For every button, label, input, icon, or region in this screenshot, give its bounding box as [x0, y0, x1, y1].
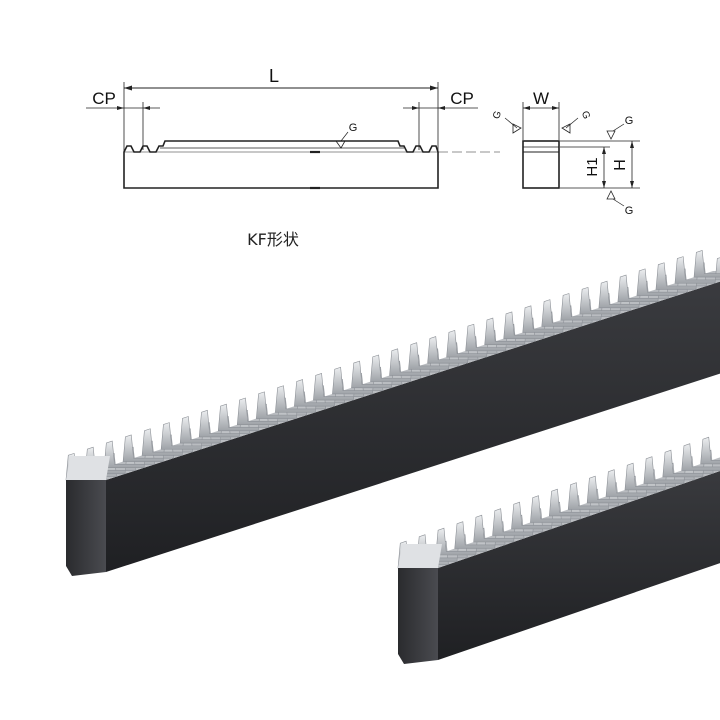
rack-tooth: [681, 443, 720, 471]
rack-side-face: [438, 471, 720, 660]
grind-label-right: G: [579, 110, 592, 121]
grind-label-top: G: [349, 122, 358, 134]
arrowhead-icon: [602, 147, 606, 154]
height1-label: H1: [584, 157, 601, 176]
right-pitch-label: CP: [450, 89, 474, 108]
rack-tooth: [693, 250, 720, 278]
grind-leader: [340, 131, 349, 142]
rack-end-tooth: [398, 544, 442, 568]
rack-tooth: [700, 436, 720, 465]
arrowhead-icon: [124, 85, 132, 91]
grind-symbol-icon: [512, 123, 522, 134]
grind-label-top-right: G: [625, 115, 634, 127]
rack-end-outline: [522, 140, 560, 189]
arrowhead-icon: [143, 106, 150, 110]
grind-leader: [504, 117, 518, 129]
arrowhead-icon: [117, 106, 124, 110]
length-label: L: [269, 66, 279, 86]
height-label: H: [612, 159, 629, 171]
arrowhead-icon: [602, 181, 606, 188]
grind-leader: [565, 117, 579, 129]
grind-label-left: G: [491, 109, 504, 120]
arrowhead-icon: [630, 181, 634, 188]
grind-symbol-icon: [335, 140, 346, 149]
arrowhead-icon: [523, 106, 530, 110]
width-label: W: [533, 89, 549, 108]
grind-symbol-icon: [606, 190, 616, 200]
rack-end-face: [66, 480, 106, 576]
arrowhead-icon: [438, 106, 445, 110]
gear-rack-large: [65, 250, 720, 576]
arrowhead-icon: [430, 85, 438, 91]
grind-label-bottom-right: G: [625, 205, 634, 217]
dimension-drawing: [86, 82, 640, 207]
arrowhead-icon: [630, 141, 634, 148]
rack-side-face: [106, 281, 720, 572]
left-pitch-label: CP: [92, 89, 116, 108]
grind-symbol-icon: [606, 130, 616, 140]
grind-leader: [612, 198, 625, 207]
grind-symbol-icon: [561, 123, 571, 134]
arrowhead-icon: [552, 106, 559, 110]
rack-end-face: [398, 568, 438, 664]
rack-end-tooth: [66, 456, 110, 480]
gear-rack-small: [397, 436, 720, 664]
arrowhead-icon: [412, 106, 419, 110]
grind-leader: [612, 123, 625, 132]
shape-caption: KF形状: [247, 230, 299, 249]
